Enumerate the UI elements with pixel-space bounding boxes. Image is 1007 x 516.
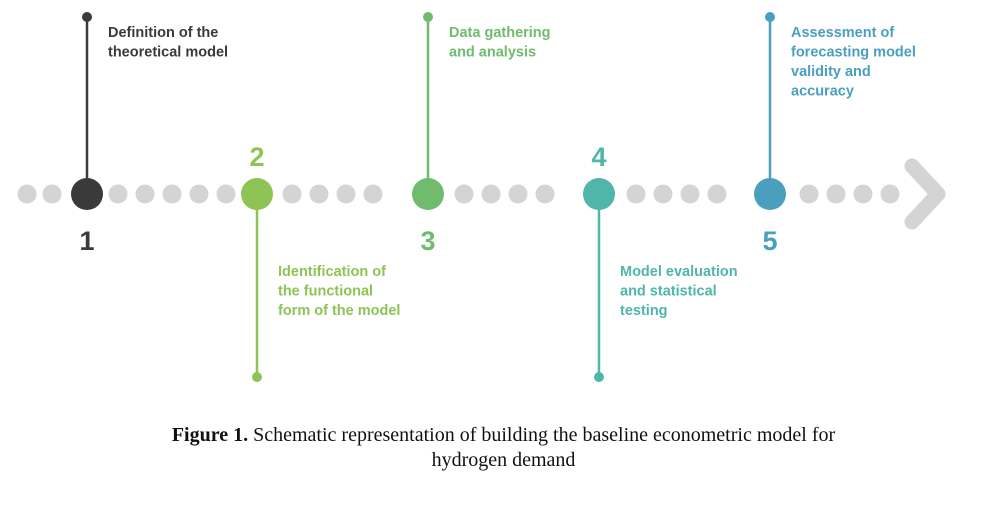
timeline-dot	[42, 184, 62, 204]
timeline-dot	[189, 184, 209, 204]
caption-label: Figure 1.	[171, 424, 249, 446]
timeline-dot	[508, 184, 528, 204]
step-label-line: forecasting model	[791, 45, 916, 61]
step-label-line: Definition of the	[108, 25, 218, 41]
step-end-dot	[252, 372, 262, 382]
step-end-dot	[423, 12, 433, 22]
step-label-line: the functional	[278, 284, 373, 300]
step-1: 1 Definition of the theoretical model	[71, 12, 228, 256]
timeline-dot	[363, 184, 383, 204]
timeline-dot	[707, 184, 727, 204]
step-label-line: and analysis	[449, 45, 536, 61]
timeline-dot	[108, 184, 128, 204]
step-number: 2	[249, 142, 264, 172]
timeline-dot	[309, 184, 329, 204]
step-label-line: theoretical model	[108, 45, 228, 61]
step-end-dot	[765, 12, 775, 22]
step-label-line: Model evaluation	[620, 264, 738, 280]
caption-line-1: Figure 1. Schematic representation of bu…	[0, 423, 1007, 448]
step-label-line: validity and	[791, 64, 871, 80]
timeline-arrow-head	[904, 158, 946, 230]
caption-line-2: hydrogen demand	[431, 449, 576, 471]
timeline-dot	[535, 184, 555, 204]
step-label-line: Data gathering	[449, 25, 551, 41]
timeline-dot	[853, 184, 873, 204]
timeline-dots	[17, 184, 900, 204]
timeline-dot	[481, 184, 501, 204]
timeline-dot	[880, 184, 900, 204]
timeline-dot	[826, 184, 846, 204]
timeline-dot	[282, 184, 302, 204]
step-label-line: accuracy	[791, 84, 854, 100]
timeline-dot	[162, 184, 182, 204]
timeline-dot	[336, 184, 356, 204]
timeline-dot	[653, 184, 673, 204]
timeline-steps: 1 Definition of the theoretical model 2Iden…	[71, 12, 916, 382]
timeline-dot	[799, 184, 819, 204]
timeline-dot	[135, 184, 155, 204]
step-label-line: Identification of	[278, 264, 386, 280]
step-end-dot	[82, 12, 92, 22]
timeline-dot	[626, 184, 646, 204]
timeline-diagram: 1 Definition of the theoretical model 2Iden…	[17, 12, 946, 382]
timeline-dot	[17, 184, 37, 204]
step-label-line: form of the model	[278, 303, 400, 319]
step-node	[412, 178, 444, 210]
step-number: 1	[79, 226, 94, 256]
timeline-dot	[454, 184, 474, 204]
figure-caption: Figure 1. Schematic representation of bu…	[0, 423, 1007, 473]
step-node	[241, 178, 273, 210]
step-label-line: Assessment of	[791, 25, 894, 41]
step-label-line: and statistical	[620, 284, 717, 300]
step-label-line: testing	[620, 303, 668, 319]
step-number: 3	[420, 226, 435, 256]
step-end-dot	[594, 372, 604, 382]
step-node	[583, 178, 615, 210]
step-3: 3 Data gathering and analysis	[412, 12, 551, 256]
step-number: 4	[591, 142, 606, 172]
timeline-dot	[216, 184, 236, 204]
step-node	[754, 178, 786, 210]
caption-text: Schematic representation of building the…	[248, 424, 836, 446]
timeline-dot	[680, 184, 700, 204]
step-node	[71, 178, 103, 210]
step-5: 5 Assessment of forecasting model validity …	[754, 12, 916, 256]
step-number: 5	[762, 226, 777, 256]
